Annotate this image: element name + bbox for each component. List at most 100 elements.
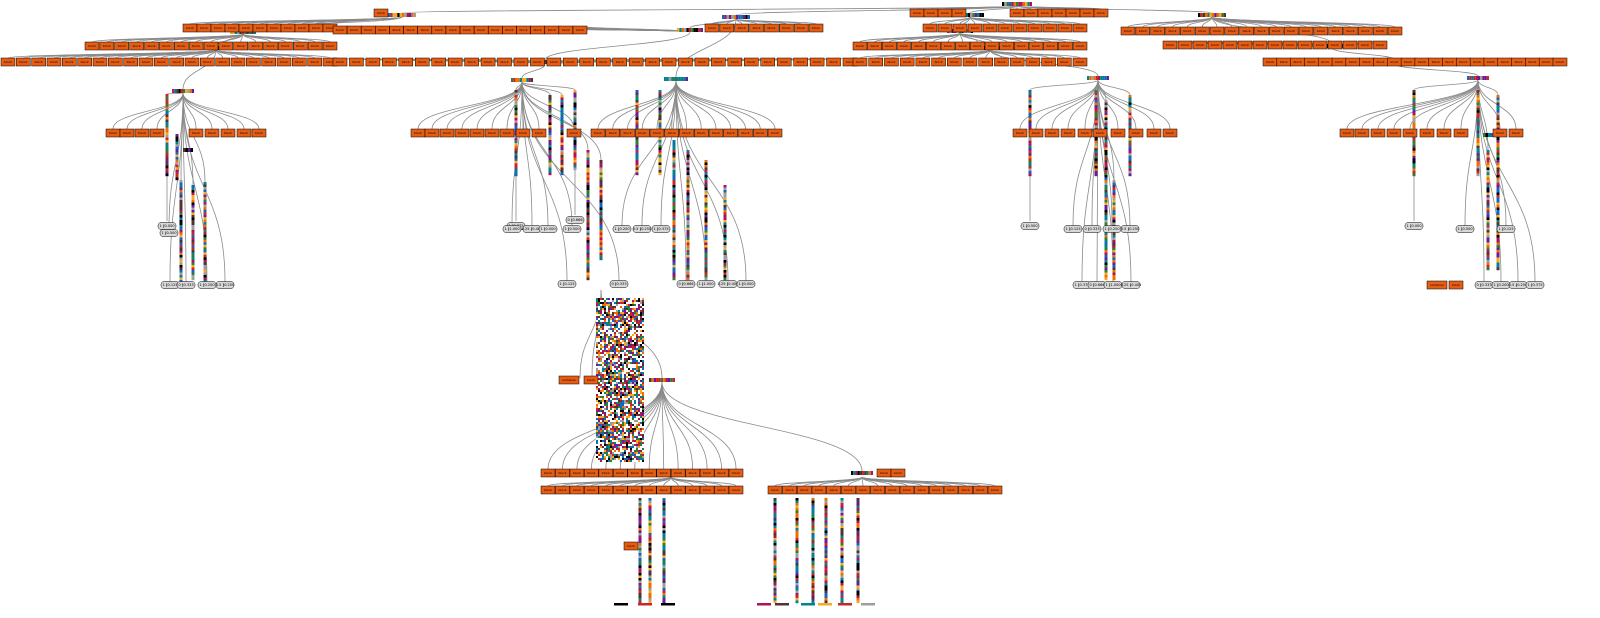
matrix-cell bbox=[632, 342, 634, 344]
matrix-cell bbox=[604, 340, 606, 342]
tree-node: block bbox=[373, 8, 389, 18]
matrix-cell bbox=[624, 380, 626, 382]
matrix-cell bbox=[630, 416, 632, 418]
strip-cell bbox=[638, 565, 642, 569]
strip-cell bbox=[648, 565, 652, 569]
tree-node: block bbox=[685, 468, 700, 478]
matrix-cell bbox=[622, 404, 624, 406]
matrix-cell bbox=[622, 426, 624, 428]
tree-node: block bbox=[590, 128, 606, 138]
matrix-cell bbox=[638, 400, 640, 402]
matrix-cell bbox=[608, 338, 610, 340]
matrix-cell bbox=[606, 380, 608, 382]
strip-cell bbox=[1094, 168, 1098, 172]
node-label: block bbox=[1114, 131, 1122, 135]
strip-cell bbox=[811, 600, 815, 604]
sequence-strip bbox=[175, 134, 179, 181]
matrix-cell bbox=[624, 442, 626, 444]
strip-cell bbox=[179, 250, 183, 253]
matrix-cell bbox=[616, 416, 618, 418]
matrix-cell bbox=[606, 442, 608, 444]
tree-node: block bbox=[797, 485, 812, 495]
matrix-cell bbox=[624, 352, 626, 354]
bar-cell bbox=[190, 148, 193, 152]
matrix-cell bbox=[634, 330, 636, 332]
strip-cell bbox=[648, 503, 652, 506]
strip-cell bbox=[658, 120, 662, 123]
tree-node: block bbox=[997, 23, 1013, 33]
edge-connector bbox=[1097, 79, 1131, 226]
edge-connector bbox=[521, 81, 620, 281]
matrix-cell bbox=[614, 376, 616, 378]
node-label: block bbox=[786, 488, 794, 492]
matrix-cell bbox=[630, 452, 632, 454]
matrix-cell bbox=[638, 434, 640, 436]
matrix-cell bbox=[612, 366, 614, 368]
strip-cell bbox=[686, 222, 690, 226]
strip-cell bbox=[1486, 195, 1490, 198]
node-label: block bbox=[732, 488, 740, 492]
matrix-cell bbox=[620, 358, 622, 360]
matrix-cell bbox=[628, 448, 630, 450]
node-box bbox=[711, 57, 726, 67]
sequence-strip bbox=[179, 180, 183, 286]
matrix-cell bbox=[602, 308, 604, 310]
strip-cell bbox=[658, 110, 662, 113]
strip-cell bbox=[179, 210, 183, 213]
strip-cell bbox=[586, 172, 590, 176]
strip-cell bbox=[672, 197, 676, 201]
tree-node: block bbox=[415, 57, 430, 67]
strip-cell bbox=[672, 150, 676, 153]
matrix-cell bbox=[640, 310, 642, 312]
matrix-cell bbox=[612, 404, 614, 406]
matrix-cell bbox=[630, 396, 632, 398]
node-label: block bbox=[602, 488, 610, 492]
matrix-cell bbox=[636, 372, 638, 374]
node-label: block bbox=[665, 60, 673, 64]
node-label: block bbox=[1432, 60, 1440, 64]
matrix-cell bbox=[600, 400, 602, 402]
strip-cell bbox=[1112, 200, 1116, 203]
strip-cell bbox=[811, 553, 815, 556]
bar-cell bbox=[399, 13, 402, 17]
strip-cell bbox=[1104, 187, 1108, 191]
strip-cell bbox=[179, 275, 183, 278]
strip-cell bbox=[1128, 107, 1132, 111]
strip-cell bbox=[824, 573, 828, 576]
tree-node: block bbox=[699, 468, 715, 478]
bar-cell bbox=[1473, 76, 1476, 80]
matrix-cell bbox=[612, 416, 614, 418]
strip-cell bbox=[203, 242, 207, 246]
matrix-cell bbox=[610, 318, 612, 320]
matrix-cell bbox=[626, 412, 628, 414]
matrix-cell bbox=[628, 372, 630, 374]
matrix-cell bbox=[618, 406, 620, 408]
matrix-cell bbox=[628, 382, 630, 384]
strip-cell bbox=[773, 578, 777, 581]
bar-cell bbox=[666, 77, 669, 81]
strip-cell bbox=[1112, 250, 1116, 253]
strip-cell bbox=[648, 560, 652, 564]
strip-cell bbox=[795, 565, 799, 569]
matrix-cell bbox=[608, 450, 610, 452]
bar-cell bbox=[683, 77, 686, 81]
node-box bbox=[728, 485, 744, 495]
matrix-cell bbox=[618, 434, 620, 436]
matrix-cell bbox=[620, 328, 622, 330]
matrix-cell bbox=[636, 340, 638, 342]
bar-cell bbox=[693, 28, 696, 32]
strip-cell bbox=[840, 550, 844, 554]
matrix-cell bbox=[624, 386, 626, 388]
node-label: block bbox=[1017, 44, 1025, 48]
strip-cell bbox=[658, 117, 662, 121]
matrix-cell bbox=[614, 396, 616, 398]
matrix-cell bbox=[614, 316, 616, 318]
node-box bbox=[77, 57, 92, 67]
matrix-cell bbox=[610, 424, 612, 426]
tree-node: block bbox=[1456, 57, 1471, 67]
matrix-cell bbox=[596, 444, 598, 446]
matrix-cell bbox=[602, 424, 604, 426]
matrix-cell bbox=[610, 386, 612, 388]
bar-cell bbox=[388, 13, 391, 17]
matrix-cell bbox=[596, 320, 598, 322]
